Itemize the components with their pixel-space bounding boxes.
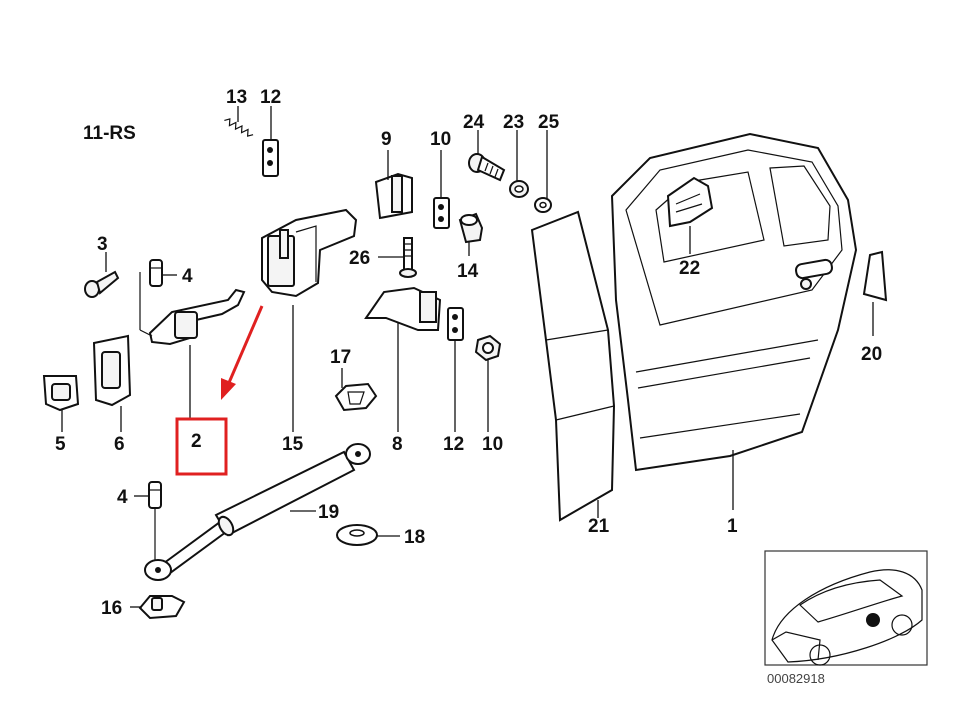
- callout-1: 1: [727, 516, 738, 537]
- part-2-door-check-strap: [139, 272, 246, 346]
- callout-4b: 4: [117, 487, 128, 508]
- part-14-bushing: [458, 212, 484, 244]
- callout-13: 13: [226, 87, 247, 108]
- part-17-clip-nut: [334, 382, 378, 412]
- part-4-pin-upper: [149, 259, 163, 287]
- callout-17: 17: [330, 347, 351, 368]
- part-13-spring: [224, 118, 254, 137]
- part-10-plate-upper: [433, 197, 450, 229]
- highlight-arrow: [221, 305, 264, 400]
- part-3-screw: [84, 270, 120, 298]
- callout-23: 24: [463, 112, 485, 133]
- callout-22: 23: [503, 112, 524, 133]
- part-10-plate-lower: [447, 307, 464, 341]
- callout-14: 14: [457, 261, 479, 282]
- part-1-door-shell: [610, 132, 858, 472]
- part-20-trim: [862, 250, 888, 302]
- callout-20: 20: [861, 344, 882, 365]
- callout-9: 10: [482, 434, 503, 455]
- part-15-hinge-assembly: [261, 208, 358, 298]
- callout-10b: 12: [443, 434, 464, 455]
- callout-18: 18: [404, 527, 425, 548]
- location-marker-icon: [866, 613, 880, 627]
- part-8-hinge-lower: [364, 286, 442, 331]
- part-16-bracket: [138, 595, 186, 620]
- part-18-washer: [336, 524, 378, 546]
- callout-26: 26: [349, 248, 370, 269]
- callout-7: 9: [381, 129, 392, 150]
- callout-19: 19: [318, 502, 339, 523]
- part-26-bolt: [399, 237, 417, 278]
- callout-8: 8: [392, 434, 403, 455]
- callout-5: 5: [55, 434, 66, 455]
- callout-21: 21: [588, 516, 610, 537]
- callout-6: 6: [114, 434, 125, 455]
- callout-2: 2: [191, 431, 202, 452]
- part-5-bracket: [42, 375, 80, 412]
- part-22-washer: [509, 180, 529, 198]
- part-23-bolt: [468, 153, 506, 182]
- callout-25: 25: [538, 112, 560, 133]
- callout-24: 22: [679, 258, 700, 279]
- callout-15: 15: [282, 434, 304, 455]
- part-19-gas-strut: [144, 443, 371, 581]
- part-25-washer: [534, 197, 552, 213]
- callout-3: 3: [97, 234, 108, 255]
- part-9-nut: [474, 334, 502, 362]
- callout-10a: 10: [430, 129, 451, 150]
- car-location-inset: [764, 550, 928, 666]
- group-code-label: 11-RS: [83, 123, 136, 144]
- part-6-housing: [92, 334, 132, 407]
- callout-16: 16: [101, 598, 122, 619]
- highlight-box: [175, 417, 228, 476]
- part-7-hinge: [374, 172, 413, 220]
- part-4-pin-lower: [148, 481, 162, 560]
- callout-12: 12: [260, 87, 281, 108]
- part-24-inner-bracket: [666, 176, 714, 228]
- image-number: 00082918: [767, 671, 825, 686]
- part-21-seal: [530, 210, 616, 522]
- callout-4a: 4: [182, 266, 193, 287]
- part-12-plate: [262, 139, 279, 177]
